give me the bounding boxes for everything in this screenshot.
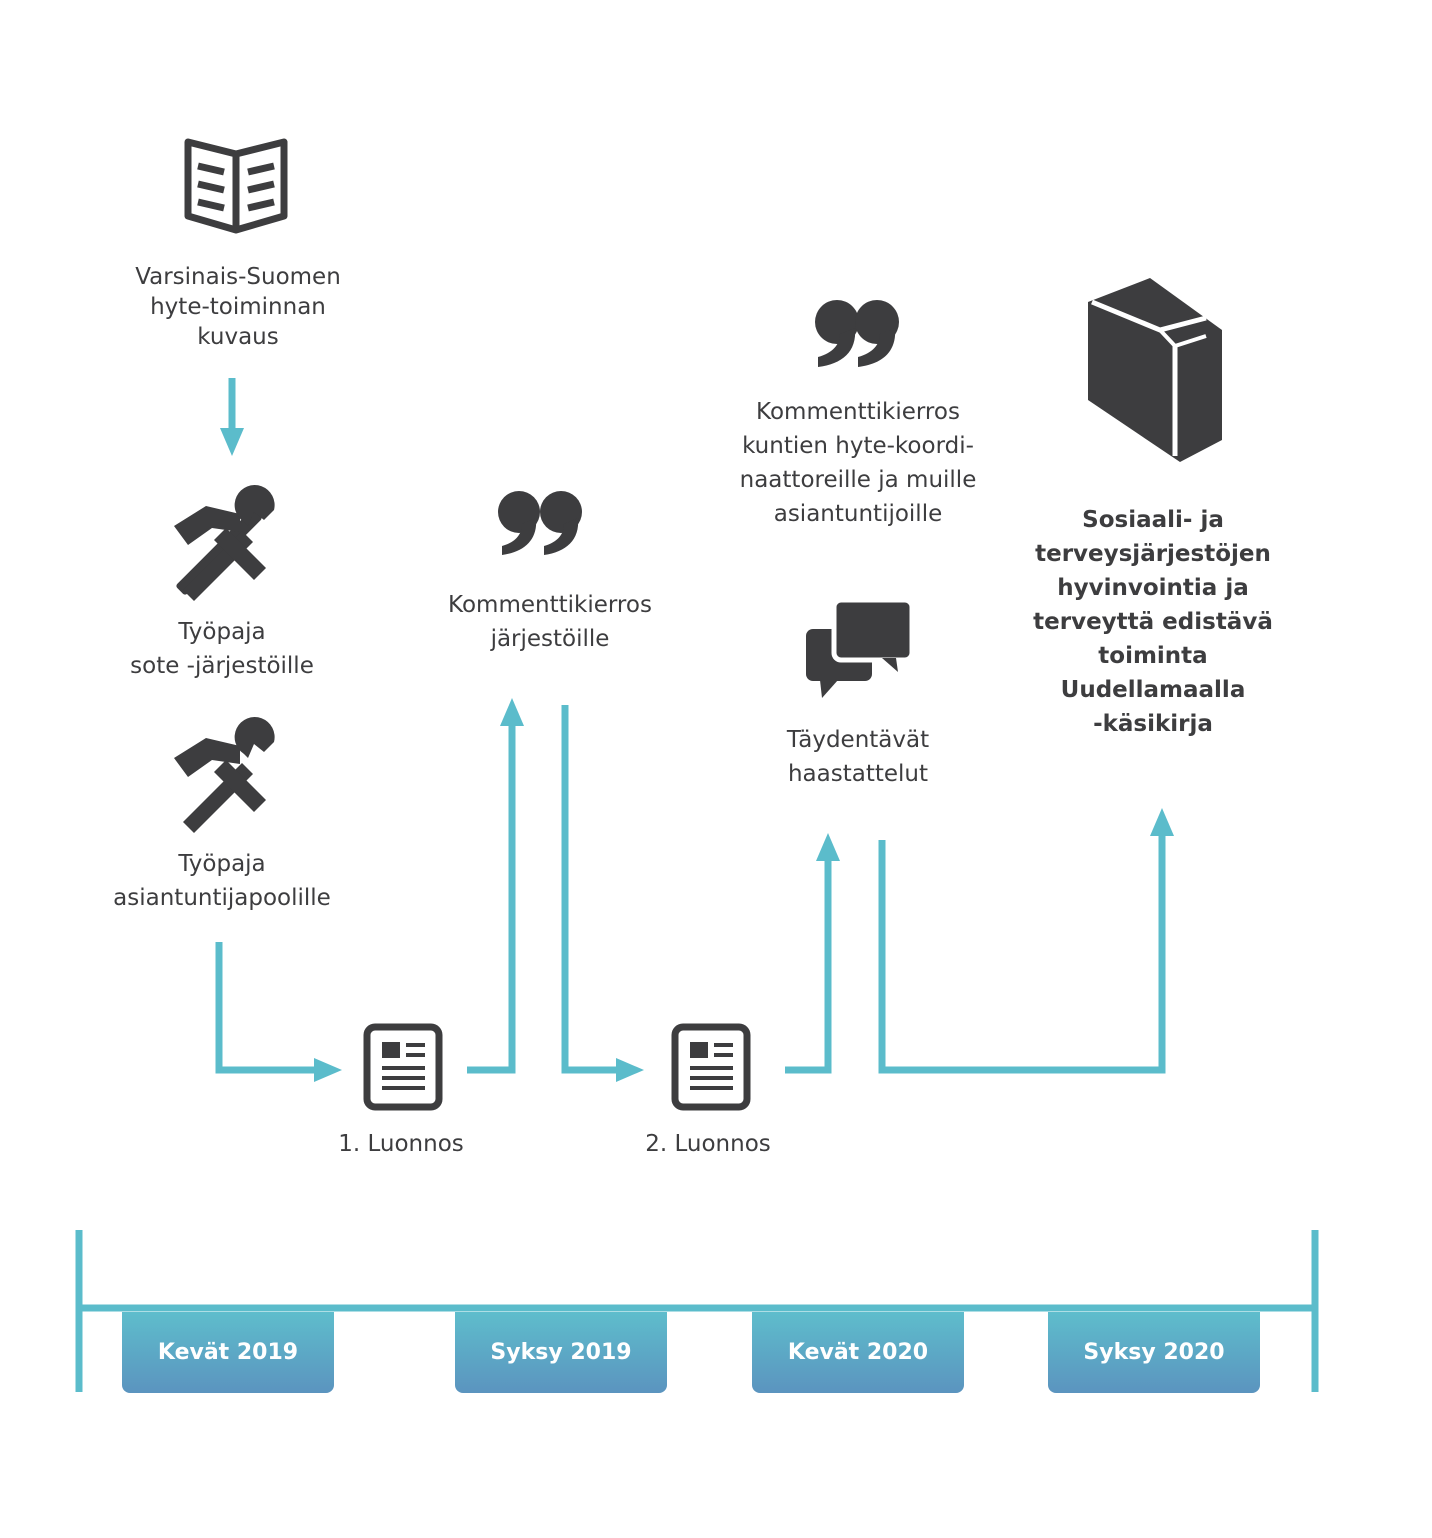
label-draft-2: 2. Luonnos: [645, 1131, 771, 1157]
hammer-wrench-icon-bottom: [174, 717, 275, 833]
period-autumn-2020: Syksy 2020: [1048, 1312, 1260, 1393]
arrow-to-draft1: [215, 942, 318, 1074]
quote-icon-2: [815, 300, 899, 367]
hammer-wrench-icon-top: [174, 485, 275, 601]
speech-bubbles-icon: [806, 597, 915, 698]
label-comment-municipal: Kommenttikierros kuntien hyte-koordi- na…: [739, 399, 977, 527]
label-handbook: Sosiaali- ja terveysjärjestöjen hyvinvoi…: [1033, 507, 1273, 737]
label-workshop-sote: Työpaja sote -järjestöille: [130, 619, 314, 679]
label-comment-orgs: Kommenttikierros järjestöille: [448, 592, 652, 652]
dotted-separators: [77, 145, 1319, 1301]
label-interviews: Täydentävät haastattelut: [786, 727, 930, 787]
closed-book-icon: [1088, 278, 1222, 462]
arrow-up-comments: [467, 722, 516, 1074]
period-spring-2020: Kevät 2020: [752, 1312, 964, 1393]
hammer-wrench-icon: [176, 509, 262, 595]
flow-arrows: [215, 378, 1166, 1074]
newspaper-icon-2: [671, 1023, 751, 1111]
timeline-axis: [75, 1230, 1319, 1392]
newspaper-icon: [363, 1023, 443, 1111]
period-spring-2019: Kevät 2019: [122, 1312, 334, 1393]
label-description: Varsinais-Suomen hyte-toiminnan kuvaus: [135, 264, 341, 350]
quote-icon: [498, 491, 582, 555]
arrow-up-interviews: [785, 857, 832, 1074]
arrow-heads: [220, 428, 1174, 1082]
label-workshop-experts: Työpaja asiantuntijapoolille: [113, 851, 331, 911]
open-book-icon: [184, 138, 288, 234]
label-draft-1: 1. Luonnos: [338, 1131, 464, 1157]
arrow-to-draft2: [561, 705, 620, 1074]
period-autumn-2019: Syksy 2019: [455, 1312, 667, 1393]
arrow-up-handbook: [878, 832, 1166, 1074]
